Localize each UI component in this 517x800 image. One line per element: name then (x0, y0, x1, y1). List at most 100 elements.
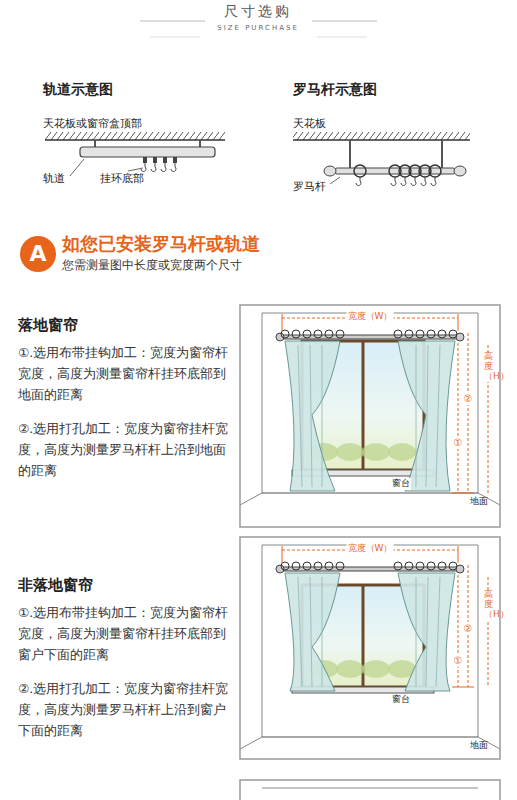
rod-ring (449, 562, 457, 570)
rod-ring (449, 330, 457, 338)
tree (336, 660, 364, 678)
curtain-fold (436, 345, 440, 487)
roman-rod (335, 168, 455, 174)
instruction: ②.选用打孔加工：宽度为窗帘挂杆宽度，高度为测量罗马杆杆上沿到窗户下面的距离 (18, 678, 230, 741)
part-label: 地面 (470, 740, 488, 752)
instruction: ②.选用打孔加工：宽度为窗帘挂杆宽度，高度为测量罗马杆杆上沿到地面的距离 (18, 418, 230, 481)
dimension-label: 高度（H） (483, 352, 494, 382)
track-hook (171, 163, 176, 172)
curtain-fold (310, 345, 312, 487)
ceiling-hatch (293, 132, 470, 140)
track-hook (141, 163, 146, 171)
height-dimension-2 (468, 333, 469, 493)
curtain-fold (298, 345, 302, 487)
badge-letter: A (29, 243, 46, 265)
wall-edge (262, 313, 263, 493)
callout-number: ② (463, 622, 474, 635)
rod-ring (429, 165, 441, 177)
rod-ring (314, 330, 322, 338)
instruction: ①.选用布带挂钩加工：宽度为窗帘杆宽度，高度为测量窗帘杆挂环底部到地面的距离 (18, 342, 230, 405)
rod-ring (354, 165, 366, 177)
leader-line (330, 177, 340, 184)
dimension-label: 高度（H） (483, 590, 494, 620)
leader-line (128, 168, 143, 171)
curtain-type: 落地窗帘 (18, 316, 78, 336)
curtain-fold (416, 345, 417, 487)
tree (362, 660, 390, 678)
part-label: 天花板或窗帘盒顶部 (43, 117, 142, 131)
part-label: 天花板 (293, 117, 326, 131)
tree (388, 443, 416, 461)
floor-edge (240, 493, 262, 505)
part-label: 地面 (470, 496, 488, 508)
track-glider (153, 157, 157, 163)
track-bracket (94, 140, 96, 147)
dimension-tick (282, 546, 283, 563)
rod-finial (324, 166, 336, 176)
height-dimension-1 (458, 343, 459, 493)
curtain (285, 573, 340, 691)
dimension-tick (452, 493, 474, 494)
rod-ring (438, 330, 446, 338)
ring-hook (356, 177, 361, 186)
rod-ring (325, 330, 333, 338)
leader-line (70, 159, 84, 176)
page-title: 尺寸选购 (220, 2, 296, 20)
part-label: 轨道 (43, 172, 65, 186)
tree (362, 443, 390, 461)
rod-ring (314, 562, 322, 570)
scene-frame (240, 780, 500, 800)
section-note: 您需测量图中长度或宽度两个尺寸 (62, 258, 242, 274)
rod-ring (427, 562, 435, 570)
dimension-tick (458, 314, 459, 331)
ring-hook (411, 177, 416, 186)
rod-bracket (441, 140, 443, 168)
ceiling-edge (262, 788, 478, 789)
floor-edge (240, 737, 262, 749)
rod-ring (303, 562, 311, 570)
floor-line (262, 492, 478, 493)
floor-line (262, 736, 478, 737)
dimension-label: 宽度（W） (347, 311, 394, 323)
tree (336, 443, 364, 461)
track-glider (163, 157, 167, 163)
rod-ring (281, 330, 289, 338)
rod-ring (405, 562, 413, 570)
header-rule (150, 37, 200, 38)
curtain (398, 573, 455, 691)
rod-ring (416, 562, 424, 570)
section-badge: A (20, 236, 56, 272)
height-dimension-1 (458, 575, 459, 687)
part-label: 罗马杆 (293, 180, 326, 194)
track-rail (80, 147, 215, 157)
rod-finial (454, 166, 466, 176)
curtain-fold (416, 577, 417, 687)
part-label: 窗台 (391, 478, 411, 490)
dimension-tick (282, 314, 283, 331)
header-rule (312, 21, 377, 22)
rod-ring (394, 562, 402, 570)
instruction: ①.选用布带挂钩加工：宽度为窗帘杆宽度，高度为测量窗帘杆挂环底部到窗户下面的距离 (18, 602, 230, 665)
wall-edge (478, 545, 479, 737)
rod-ring (336, 562, 344, 570)
ceiling-line (293, 139, 470, 141)
curtain-fold (436, 577, 440, 687)
section-heading: 如您已安装罗马杆或轨道 (62, 232, 260, 255)
callout-number: ② (463, 392, 474, 405)
rod-ring (292, 330, 300, 338)
curtain-fold (322, 345, 323, 487)
ring-hook (401, 177, 406, 186)
rod-ring (325, 562, 333, 570)
rod-ring (427, 330, 435, 338)
curtain (398, 341, 455, 491)
rod-ring (292, 562, 300, 570)
part-label: 挂环底部 (100, 172, 144, 186)
rod-ring (336, 330, 344, 338)
rod-bracket (349, 140, 351, 168)
rod-ring (416, 330, 424, 338)
ring-hook (431, 177, 436, 186)
scene-frame (240, 305, 500, 527)
rod-ring (438, 562, 446, 570)
ring-hook (421, 177, 426, 186)
dimension-label: 宽度（W） (347, 543, 394, 555)
